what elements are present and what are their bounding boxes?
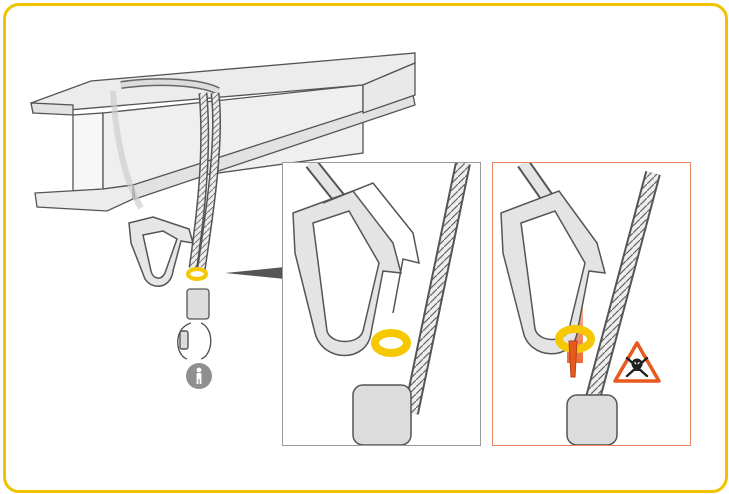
lower-carabiner bbox=[177, 322, 212, 360]
correct-ring bbox=[371, 329, 411, 357]
sling-ring bbox=[186, 267, 208, 281]
beam-scene bbox=[30, 52, 416, 360]
webbing-sling bbox=[120, 78, 221, 272]
energy-absorber bbox=[186, 288, 210, 320]
i-beam bbox=[30, 52, 416, 212]
detail-correct-panel bbox=[282, 162, 481, 446]
zoom-pointer bbox=[225, 267, 285, 279]
incorrect-detail-drawing bbox=[500, 163, 661, 445]
detail-incorrect-panel bbox=[492, 162, 691, 446]
correct-detail-drawing bbox=[292, 163, 471, 445]
hook-connector bbox=[128, 216, 195, 287]
person-icon bbox=[186, 363, 212, 389]
skull-warning-icon bbox=[613, 341, 661, 383]
